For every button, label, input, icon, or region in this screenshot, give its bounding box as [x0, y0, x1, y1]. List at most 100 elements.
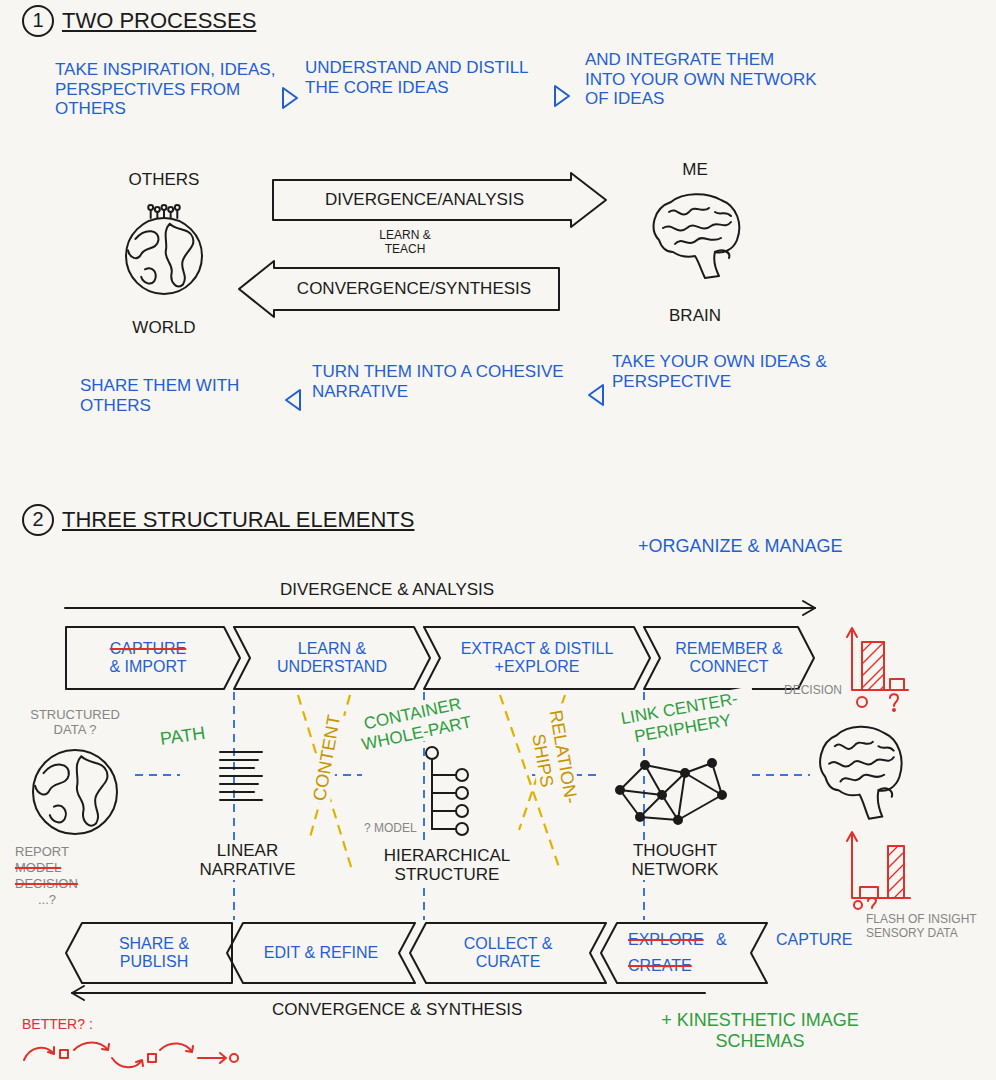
axis-label: CONVERGENCE & SYNTHESIS — [272, 1000, 522, 1020]
process-chevron-outline — [601, 923, 767, 983]
bar-hatching — [862, 642, 884, 690]
process-chevron-drawing — [424, 627, 650, 689]
network-dot — [708, 759, 716, 767]
image-schema-box: PATH — [157, 723, 209, 750]
continent — [166, 224, 194, 287]
globe-continents — [128, 205, 193, 286]
cycle-box — [148, 1054, 156, 1062]
person-icon — [176, 210, 178, 218]
linear-narrative-drawing — [220, 752, 262, 800]
person-icon — [170, 212, 172, 218]
process-chevron-drawing — [601, 923, 767, 983]
annotation-box: MODEL — [15, 861, 61, 876]
brain-outline — [820, 727, 901, 819]
dimension-label-box: RELATION-SHIPS — [523, 703, 582, 815]
text-group: DIVERGENCE/ANALYSIS — [286, 190, 563, 210]
narrative-line — [220, 775, 262, 777]
text-group: COLLECT & CURATE — [433, 935, 583, 972]
narrative-line — [220, 759, 258, 761]
question-mark — [868, 898, 876, 908]
globe-outline — [126, 218, 202, 294]
linear-narrative-text: LINEAR NARRATIVE — [180, 841, 315, 880]
person-icon — [150, 210, 152, 218]
dashed-connector — [135, 774, 180, 776]
process-chevron-text: CAPTURE — [776, 931, 852, 949]
process-step: SHARE THEM WITH OTHERS — [80, 376, 265, 415]
network-dot — [641, 761, 649, 769]
text-group: CAPTURE& IMPORT — [79, 640, 217, 677]
section-number-circle — [23, 6, 53, 36]
world-globe-shape — [108, 170, 220, 338]
annotation: BETTER? : — [22, 1016, 93, 1032]
process-step: TURN THEM INTO A COHESIVE NARRATIVE — [312, 362, 580, 401]
continent — [141, 268, 156, 283]
tree-branch — [432, 774, 456, 776]
process-step: UNDERSTAND AND DISTILL THE CORE IDEAS — [305, 58, 545, 97]
process-step-box: UNDERSTAND AND DISTILL THE CORE IDEAS — [305, 58, 545, 97]
step-triangle — [555, 86, 569, 106]
narrative-line — [220, 751, 262, 753]
person-icon — [162, 205, 167, 210]
continent — [35, 765, 69, 795]
text-group: LEARN & UNDERSTAND — [257, 640, 407, 677]
process-chevron-text: REMEMBER & CONNECT — [670, 640, 788, 677]
process-chevron: EXPLORE&CREATECAPTURE — [600, 922, 862, 984]
text-group: CONVERGENCE/SYNTHESIS — [282, 279, 546, 299]
dimension-label-box: CONTENT — [309, 712, 345, 804]
annotation-box: BETTER? : — [22, 1016, 93, 1032]
image-schema: LINK CENTER-PERIPHERY — [604, 686, 759, 751]
tree-node — [456, 823, 468, 835]
cycle-arrow — [160, 1043, 193, 1052]
step-triangle — [589, 385, 603, 405]
person-icon — [163, 210, 165, 218]
cycle-arrow — [198, 1053, 226, 1063]
section-number-circle — [23, 505, 53, 535]
section-number-box: 1 — [27, 9, 49, 32]
chart-axes — [852, 630, 908, 690]
process-chevron-drawing — [227, 923, 415, 983]
brain-folds — [829, 742, 894, 797]
chart-bar — [888, 846, 904, 898]
brain-figure-shape — [630, 160, 760, 326]
annotation-box: REPORT — [15, 845, 69, 860]
convergence-arrow: CONVERGENCE/SYNTHESIS — [238, 260, 560, 318]
tree-branch — [432, 810, 456, 812]
brain-figure-drawing — [654, 194, 740, 278]
annotation: DECISION — [784, 684, 842, 698]
annotation: DECISION — [15, 877, 78, 892]
divergence-arrow-text: DIVERGENCE/ANALYSIS — [325, 190, 524, 210]
process-chevron-text: COLLECT & CURATE — [436, 935, 580, 972]
cycle-box — [60, 1050, 68, 1058]
process-chevron: CAPTURE& IMPORT — [65, 626, 241, 690]
globe-outline — [33, 750, 117, 834]
network-link — [645, 765, 685, 773]
process-chevron-outline — [66, 923, 232, 983]
divergence-arrow-drawing — [273, 173, 606, 227]
process-chevron-text: & IMPORT — [109, 658, 186, 676]
outcome-mark — [857, 697, 867, 707]
annotation: MODEL — [15, 861, 61, 876]
tree-node — [456, 805, 468, 817]
process-chevron-text: CREATE — [628, 957, 692, 975]
process-chevron-drawing — [644, 627, 814, 689]
cycle-arrow — [112, 1058, 143, 1067]
world-globe-text: WORLD — [132, 318, 195, 338]
process-chevron: EXTRACT & DISTILL +EXPLORE — [423, 626, 651, 690]
side-note: + KINESTHETIC IMAGE SCHEMAS — [640, 1010, 880, 1051]
network-dot — [636, 813, 644, 821]
thought-network-text: THOUGHT NETWORK — [600, 841, 750, 880]
stage-divider — [233, 692, 235, 920]
data-globe-text: STRUCTURED DATA ? — [15, 708, 135, 738]
text-group: REMEMBER & CONNECT — [667, 640, 791, 677]
image-schema: CONTAINER WHOLE-PART — [349, 691, 479, 755]
convergence-arrow-line — [72, 992, 705, 994]
arrow-note: LEARN & TEACH — [360, 229, 450, 257]
axis-label-box: CONVERGENCE & SYNTHESIS — [272, 1000, 522, 1020]
annotation: FLASH OF INSIGHT SENSORY DATA — [866, 913, 990, 941]
step-triangle — [283, 88, 297, 108]
outcome-mark — [854, 901, 862, 909]
narrative-line — [220, 799, 262, 801]
